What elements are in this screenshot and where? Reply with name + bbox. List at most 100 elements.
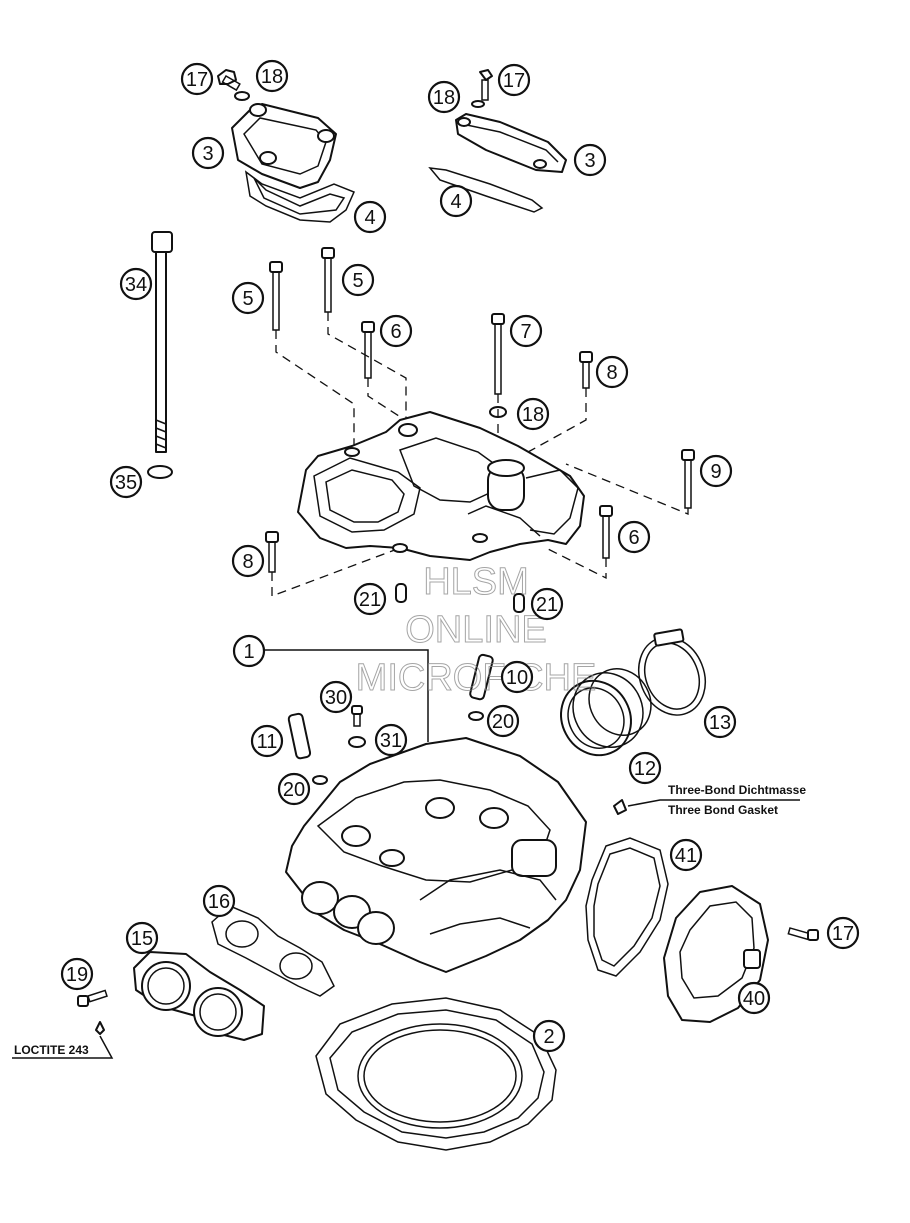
callout-number: 8 bbox=[606, 362, 617, 384]
callout-number: 1 bbox=[243, 641, 254, 663]
bolt-7 bbox=[491, 313, 505, 395]
callout-30: 30 bbox=[319, 680, 353, 714]
callout-35: 35 bbox=[109, 465, 143, 499]
callout-circle bbox=[353, 200, 387, 234]
bolt-6-upper bbox=[361, 321, 375, 379]
callout-circle bbox=[250, 724, 284, 758]
callout-8: 8 bbox=[231, 544, 265, 578]
callout-17: 17 bbox=[180, 62, 214, 96]
valve-guide-10 bbox=[469, 653, 494, 701]
callout-circle bbox=[703, 705, 737, 739]
callout-number: 21 bbox=[536, 594, 558, 616]
callout-circle bbox=[277, 772, 311, 806]
callout-circle bbox=[202, 884, 236, 918]
callout-number: 3 bbox=[584, 150, 595, 172]
callout-3: 3 bbox=[191, 136, 225, 170]
callout-number: 13 bbox=[709, 712, 731, 734]
note-three-bond-german: Three-Bond Dichtmasse bbox=[668, 783, 806, 797]
callout-number: 18 bbox=[433, 87, 455, 109]
callout-31: 31 bbox=[374, 723, 408, 757]
callout-circle bbox=[341, 263, 375, 297]
callout-number: 40 bbox=[743, 988, 765, 1010]
callout-9: 9 bbox=[699, 454, 733, 488]
bolt-8-upper bbox=[579, 351, 593, 389]
bolt-9 bbox=[681, 449, 695, 509]
dowel-pin-21-left bbox=[395, 583, 407, 603]
callout-circle bbox=[532, 1019, 566, 1053]
callout-circle bbox=[374, 723, 408, 757]
dowel-pin-21-right bbox=[513, 593, 525, 613]
bolt-17-right bbox=[787, 927, 819, 941]
valve-cover-left bbox=[231, 103, 337, 189]
callout-circle bbox=[530, 587, 564, 621]
callout-circle bbox=[125, 921, 159, 955]
callout-number: 16 bbox=[208, 891, 230, 913]
hose-clamp-13 bbox=[638, 628, 706, 716]
callout-circle bbox=[231, 281, 265, 315]
valve-cover-gasket-left bbox=[244, 170, 356, 223]
callout-circle bbox=[232, 634, 266, 668]
callout-number: 4 bbox=[364, 207, 375, 229]
leader-line-1 bbox=[264, 649, 429, 742]
callout-number: 17 bbox=[503, 70, 525, 92]
callout-number: 31 bbox=[380, 730, 402, 752]
washer-18-top-left bbox=[234, 91, 250, 101]
callout-circle bbox=[486, 704, 520, 738]
exhaust-gasket-16 bbox=[211, 905, 335, 997]
callout-5: 5 bbox=[231, 281, 265, 315]
callout-20: 20 bbox=[486, 704, 520, 738]
callout-13: 13 bbox=[703, 705, 737, 739]
camshaft-carrier bbox=[297, 411, 585, 561]
loctite-drop bbox=[95, 1021, 105, 1035]
valve-guide-11 bbox=[287, 712, 312, 760]
callout-21: 21 bbox=[353, 582, 387, 616]
bolt-17-top-right bbox=[479, 69, 493, 101]
callout-number: 5 bbox=[352, 270, 363, 292]
callout-4: 4 bbox=[353, 200, 387, 234]
callout-circle bbox=[497, 63, 531, 97]
callout-10: 10 bbox=[500, 660, 534, 694]
callout-17: 17 bbox=[497, 63, 531, 97]
callout-16: 16 bbox=[202, 884, 236, 918]
bolt-5-right bbox=[321, 247, 335, 313]
o-ring-20-upper bbox=[468, 711, 484, 721]
callout-circle bbox=[231, 544, 265, 578]
callout-circle bbox=[617, 520, 651, 554]
callout-4: 4 bbox=[439, 184, 473, 218]
callout-circle bbox=[427, 80, 461, 114]
callout-circle bbox=[509, 314, 543, 348]
callout-number: 8 bbox=[242, 551, 253, 573]
sealant-drop-three-bond bbox=[613, 799, 627, 815]
callout-5: 5 bbox=[341, 263, 375, 297]
bolt-19 bbox=[77, 989, 108, 1007]
callout-number: 34 bbox=[125, 274, 147, 296]
callout-circle bbox=[669, 838, 703, 872]
callout-circle bbox=[573, 143, 607, 177]
callout-number: 4 bbox=[450, 191, 461, 213]
svg-text:ONLINE: ONLINE bbox=[405, 609, 546, 651]
callout-number: 21 bbox=[359, 589, 381, 611]
intake-rubber-12 bbox=[560, 668, 652, 757]
bolt-5-left bbox=[269, 261, 283, 331]
leader-line-loctite bbox=[12, 1035, 114, 1059]
callout-number: 3 bbox=[202, 143, 213, 165]
callout-12: 12 bbox=[628, 751, 662, 785]
bolt-17-top-left bbox=[217, 69, 241, 92]
callout-number: 41 bbox=[675, 845, 697, 867]
callout-number: 2 bbox=[543, 1026, 554, 1048]
callout-number: 18 bbox=[261, 66, 283, 88]
callout-18: 18 bbox=[516, 397, 550, 431]
callout-34: 34 bbox=[119, 267, 153, 301]
callout-19: 19 bbox=[60, 957, 94, 991]
callout-number: 11 bbox=[257, 731, 278, 753]
head-gasket-2 bbox=[315, 997, 557, 1151]
callout-circle bbox=[379, 314, 413, 348]
callout-number: 17 bbox=[832, 923, 854, 945]
callout-number: 35 bbox=[115, 472, 137, 494]
callout-circle bbox=[595, 355, 629, 389]
callout-circle bbox=[255, 59, 289, 93]
exhaust-flange-15 bbox=[133, 951, 265, 1041]
callout-number: 18 bbox=[522, 404, 544, 426]
